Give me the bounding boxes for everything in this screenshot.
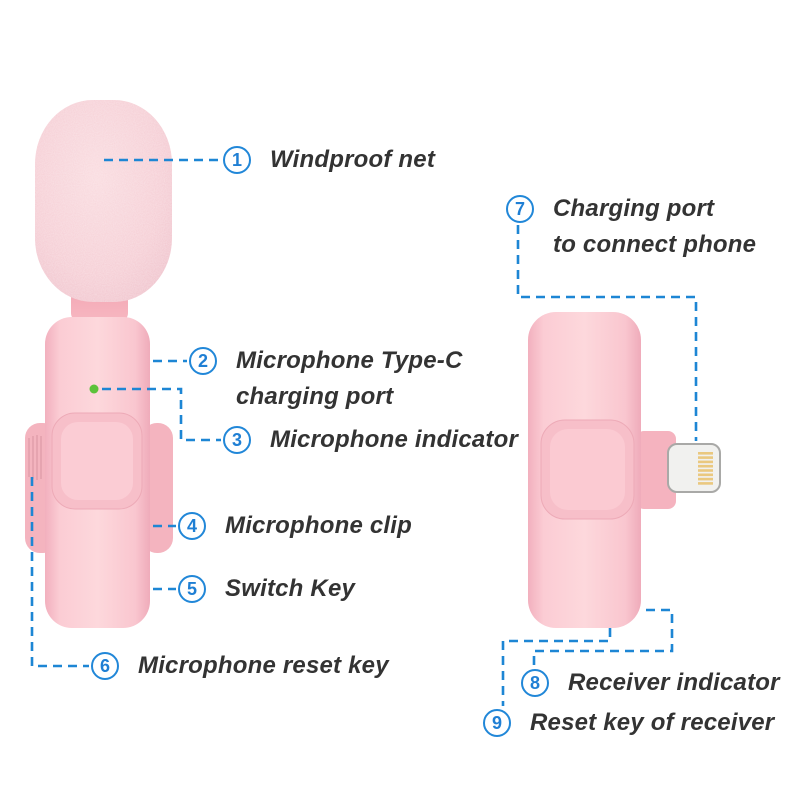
callout-2-label: Microphone Type-C charging port bbox=[236, 347, 463, 410]
callout-7: 7 Charging port to connect phone bbox=[506, 191, 756, 263]
callout-4-badge: 4 bbox=[178, 512, 206, 540]
microphone-reset-key-ridges bbox=[28, 435, 42, 480]
callout-6-badge: 6 bbox=[91, 652, 119, 680]
windproof-net-foam bbox=[35, 100, 172, 302]
microphone-indicator-led bbox=[89, 384, 99, 394]
callout-3-badge: 3 bbox=[223, 426, 251, 454]
callout-9-label: Reset key of receiver bbox=[530, 709, 775, 736]
callout-8-badge: 8 bbox=[521, 669, 549, 697]
microphone-clip-plate bbox=[51, 412, 143, 510]
lightning-connector bbox=[667, 443, 721, 493]
callout-7-badge: 7 bbox=[506, 195, 534, 223]
callout-1-label: Windproof net bbox=[270, 146, 436, 173]
callout-2: 2 Microphone Type-C charging port bbox=[189, 343, 463, 415]
leader-lines bbox=[30, 158, 698, 706]
leader-9 bbox=[501, 628, 612, 706]
microphone-illustration bbox=[25, 100, 173, 628]
callout-8: 8 Receiver indicator bbox=[521, 665, 780, 701]
callout-6: 6 Microphone reset key bbox=[91, 648, 389, 684]
callout-7-label: Charging port to connect phone bbox=[553, 195, 757, 258]
callout-1: 1 Windproof net bbox=[223, 142, 435, 178]
receiver-clip-plate bbox=[540, 419, 635, 520]
callout-6-label: Microphone reset key bbox=[138, 652, 389, 679]
callout-8-label: Receiver indicator bbox=[568, 669, 780, 696]
callout-5: 5 Switch Key bbox=[178, 571, 355, 607]
callout-5-label: Switch Key bbox=[225, 575, 356, 602]
callout-9-badge: 9 bbox=[483, 709, 511, 737]
callout-2-badge: 2 bbox=[189, 347, 217, 375]
leader-6 bbox=[30, 477, 89, 668]
receiver-illustration bbox=[528, 312, 721, 628]
callout-4-label: Microphone clip bbox=[225, 512, 413, 539]
leader-8 bbox=[532, 608, 674, 667]
lightning-connector-pins bbox=[698, 452, 713, 485]
callout-3-label: Microphone indicator bbox=[270, 426, 519, 453]
leader-3 bbox=[102, 387, 221, 442]
leader-7 bbox=[516, 225, 698, 441]
callout-9: 9 Reset key of receiver bbox=[483, 705, 774, 741]
callout-1-badge: 1 bbox=[223, 146, 251, 174]
receiver-connector-neck bbox=[636, 431, 676, 509]
callout-4: 4 Microphone clip bbox=[178, 508, 412, 544]
callout-3: 3 Microphone indicator bbox=[223, 422, 518, 458]
callout-5-badge: 5 bbox=[178, 575, 206, 603]
